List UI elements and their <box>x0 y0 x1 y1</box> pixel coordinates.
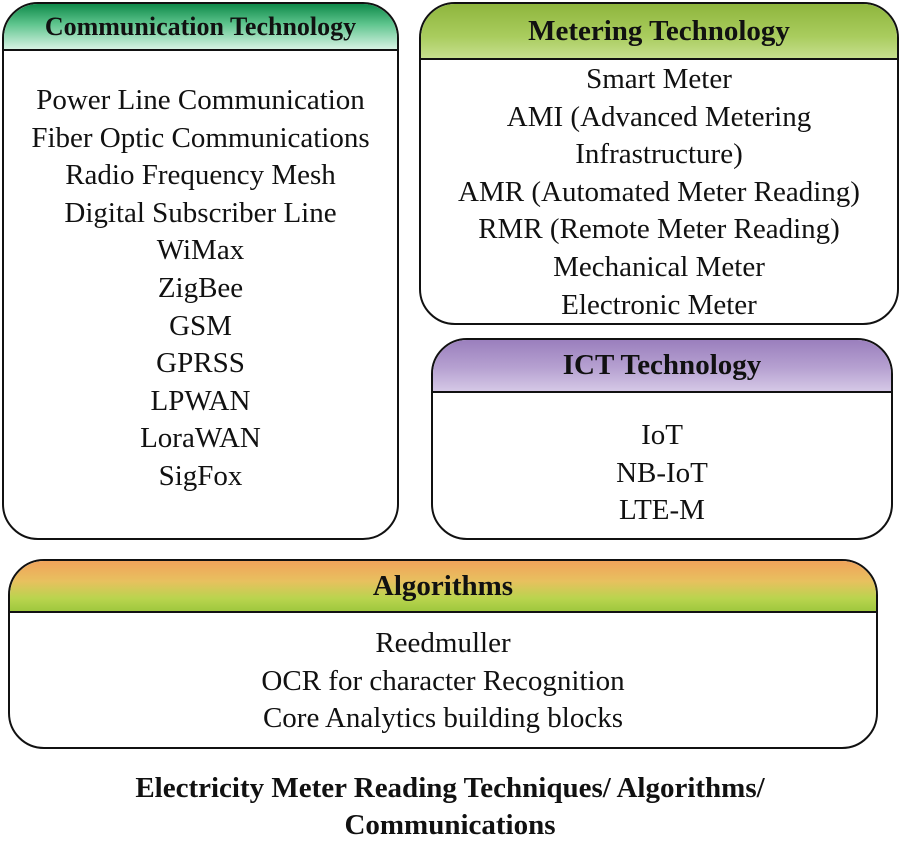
list-item: AMR (Automated Meter Reading) <box>458 175 860 208</box>
list-item: Fiber Optic Communications <box>31 121 370 154</box>
list-item: SigFox <box>158 459 243 492</box>
list-item: Mechanical Meter <box>553 250 765 283</box>
ict-technology-box: ICT Technology IoT NB-IoT LTE-M <box>431 338 893 540</box>
algorithms-box: Algorithms Reedmuller OCR for character … <box>8 559 878 749</box>
communication-technology-header: Communication Technology <box>4 4 397 51</box>
list-item: Digital Subscriber Line <box>64 196 337 229</box>
list-item: LPWAN <box>150 384 251 417</box>
list-item: GSM <box>169 309 232 342</box>
list-item: Smart Meter <box>586 63 732 95</box>
caption-line-2: Communications <box>344 809 556 841</box>
list-item: Infrastructure) <box>575 138 743 171</box>
list-item: IoT <box>641 419 683 451</box>
list-item: ZigBee <box>157 271 244 304</box>
list-item: NB-IoT <box>616 456 708 489</box>
algorithms-list: Reedmuller OCR for character Recognition… <box>10 613 876 738</box>
metering-technology-box: Metering Technology Smart Meter AMI (Adv… <box>419 2 899 325</box>
ict-technology-header: ICT Technology <box>433 340 891 393</box>
list-item: Electronic Meter <box>561 288 757 321</box>
list-item: OCR for character Recognition <box>261 664 625 697</box>
list-item: Core Analytics building blocks <box>262 702 624 735</box>
list-item: Radio Frequency Mesh <box>65 159 336 192</box>
caption-line-1: Electricity Meter Reading Techniques/ Al… <box>135 772 765 804</box>
list-item: WiMax <box>156 234 245 267</box>
communication-technology-box: Communication Technology Power Line Comm… <box>2 2 399 540</box>
list-item: LTE-M <box>619 494 705 527</box>
algorithms-header: Algorithms <box>10 561 876 613</box>
figure-caption: Electricity Meter Reading Techniques/ Al… <box>0 770 900 844</box>
communication-technology-list: Power Line Communication Fiber Optic Com… <box>4 51 397 496</box>
list-item: AMI (Advanced Metering <box>506 100 812 133</box>
metering-technology-header: Metering Technology <box>421 4 897 60</box>
list-item: GPRSS <box>156 347 245 380</box>
list-item: Reedmuller <box>375 627 511 659</box>
list-item: RMR (Remote Meter Reading) <box>478 213 840 246</box>
list-item: Power Line Communication <box>36 84 365 116</box>
list-item: LoraWAN <box>140 422 261 455</box>
ict-technology-list: IoT NB-IoT LTE-M <box>433 393 891 530</box>
metering-technology-list: Smart Meter AMI (Advanced Metering Infra… <box>421 60 897 323</box>
